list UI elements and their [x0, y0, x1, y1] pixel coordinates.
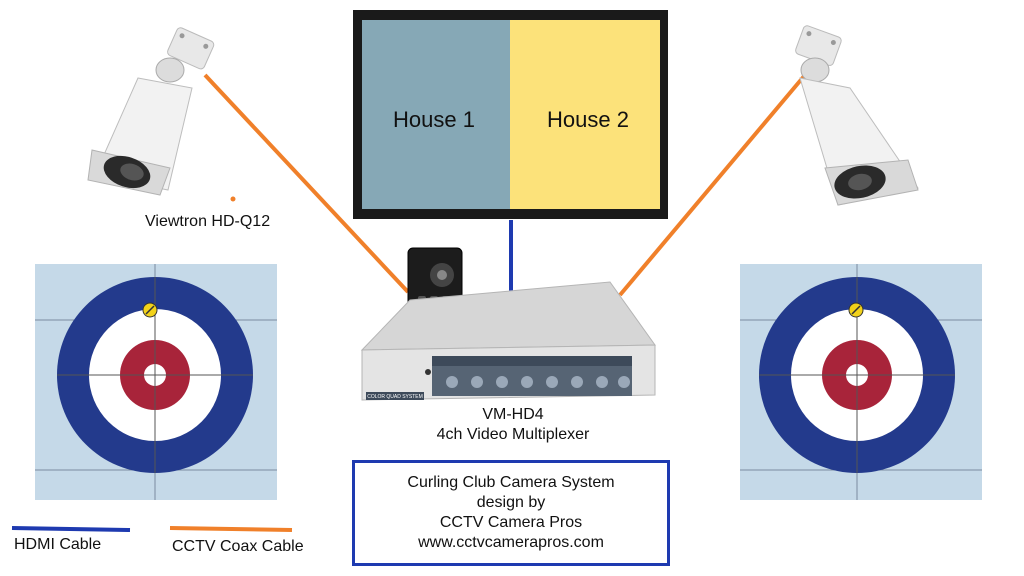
camera-left — [87, 27, 215, 196]
coax-cable-left — [203, 73, 410, 294]
multiplexer-box: COLOR QUAD SYSTEM — [360, 281, 656, 401]
legend-coax-line — [169, 526, 293, 532]
legend-hdmi-label: HDMI Cable — [14, 536, 102, 553]
legend-coax-label: CCTV Coax Cable — [172, 538, 304, 555]
coax-connector-dot — [230, 196, 236, 202]
camera-right — [795, 25, 919, 206]
caption-line-1: Curling Club Camera System — [407, 474, 615, 491]
monitor: House 1 House 2 — [353, 10, 668, 219]
device-label: VM-HD4 4ch Video Multiplexer — [410, 405, 616, 445]
legend-hdmi-line — [11, 526, 131, 532]
coax-cable-right — [618, 73, 807, 297]
multiplexer-panel-label: COLOR QUAD SYSTEM — [367, 394, 423, 400]
caption-line-2: design by — [476, 494, 546, 511]
device-description: 4ch Video Multiplexer — [436, 426, 590, 443]
monitor-pane-left — [362, 20, 510, 209]
monitor-label-house-1: House 1 — [393, 107, 475, 132]
caption-box: Curling Club Camera System design by CCT… — [352, 460, 670, 566]
caption-line-3: CCTV Camera Pros — [439, 514, 583, 531]
curling-house-right — [740, 264, 982, 500]
caption-line-4: www.cctvcamerapros.com — [418, 534, 604, 551]
camera-model-label: Viewtron HD-Q12 — [145, 213, 271, 230]
monitor-pane-right — [510, 20, 660, 209]
monitor-label-house-2: House 2 — [547, 107, 629, 132]
device-model: VM-HD4 — [482, 406, 544, 423]
curling-house-left — [35, 264, 277, 500]
